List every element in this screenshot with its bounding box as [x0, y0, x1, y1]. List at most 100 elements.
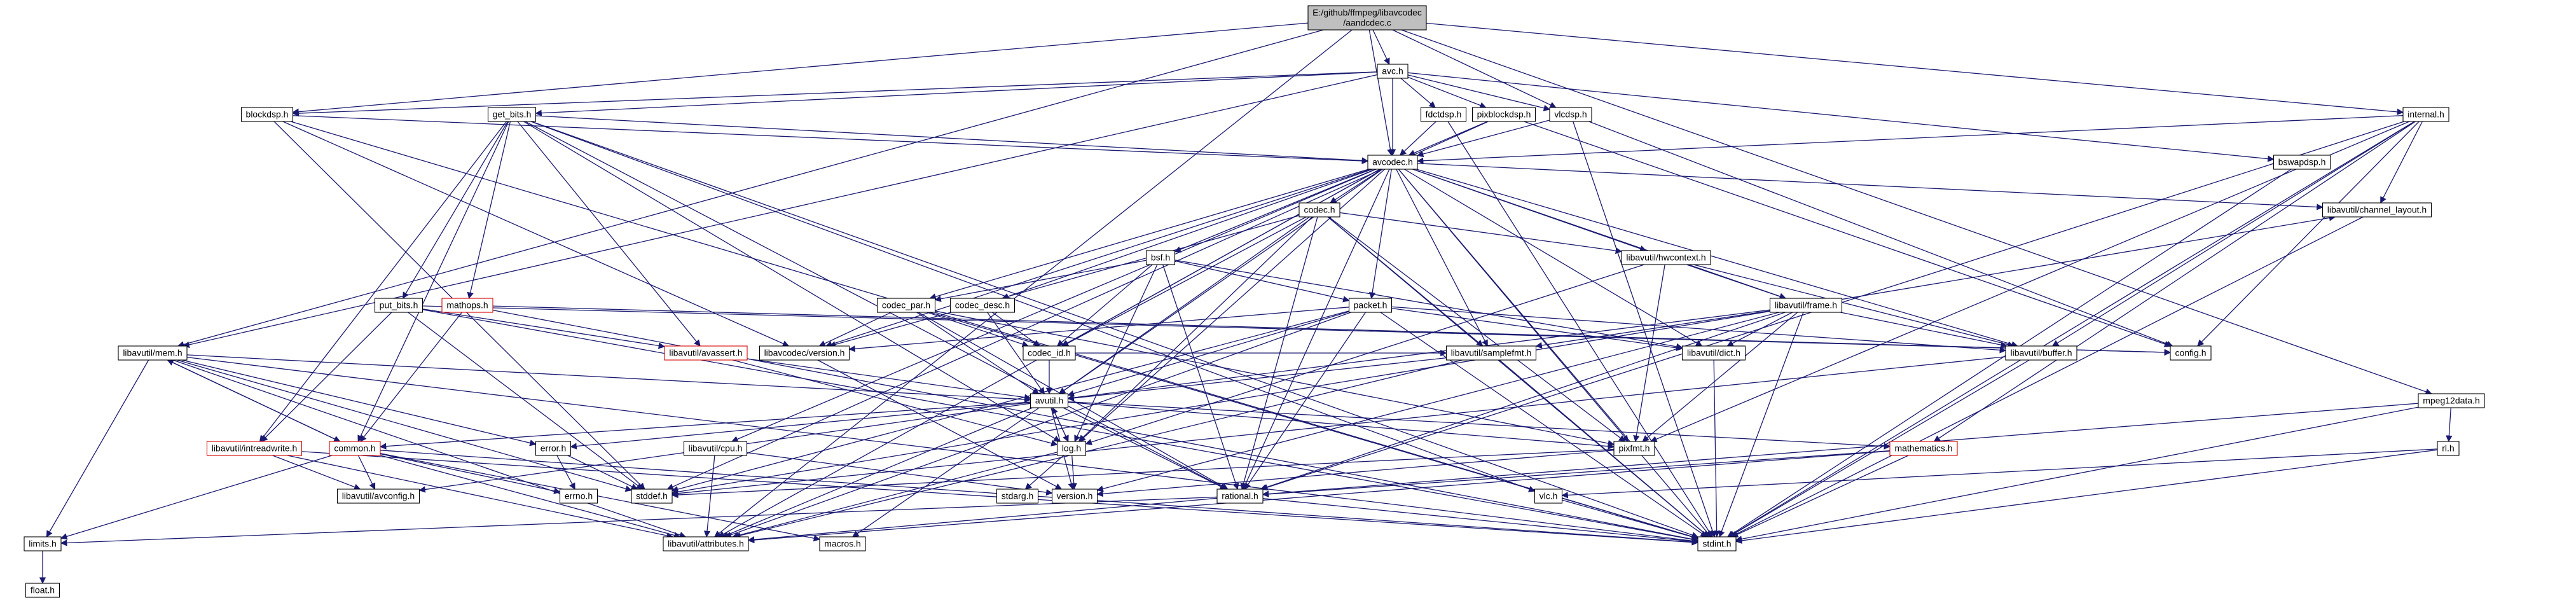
node-frame-h[interactable]: libavutil/frame.h	[1769, 298, 1843, 313]
edge-log-h-to-version-util-h	[1070, 455, 1077, 490]
edge-frame-h-to-channel-layout-h	[1842, 214, 2336, 300]
node-label: E:/github/ffmpeg/libavcodec	[1312, 8, 1422, 18]
edge-avutil-h-to-attributes-h	[722, 407, 1033, 538]
edge-bsf-h-to-codec-id-h	[1057, 264, 1153, 347]
node-error-h[interactable]: error.h	[535, 441, 572, 456]
edge-avcodec-h-to-version-codec-h	[825, 169, 1372, 348]
edge-frame-h-to-avutil-h	[1067, 309, 1770, 401]
edge-buffer-h-to-stdint-h	[1728, 359, 2030, 537]
edge-pixfmt-h-to-version-util-h	[1096, 450, 1615, 497]
edge-root-to-internal-h	[1426, 22, 2404, 116]
node-float-h[interactable]: float.h	[25, 583, 60, 598]
node-version-codec-h[interactable]: libavcodec/version.h	[759, 345, 850, 361]
edge-samplefmt-h-to-stdint-h	[1499, 359, 1709, 537]
edge-avassert-h-to-avutil-h	[747, 358, 1031, 401]
node-intreadwrite-h[interactable]: libavutil/intreadwrite.h	[206, 441, 303, 456]
node-vlc-h[interactable]: vlc.h	[1534, 489, 1563, 504]
node-label: codec.h	[1304, 205, 1335, 215]
node-box	[2005, 345, 2077, 361]
edge-pixblockdsp-h-to-avcodec-h	[1408, 121, 1488, 156]
node-stdint-h[interactable]: stdint.h	[1697, 536, 1737, 551]
edge-mem-h-to-stddef-h	[177, 359, 632, 492]
node-label: rational.h	[1222, 491, 1258, 501]
node-hwcontext-h[interactable]: libavutil/hwcontext.h	[1621, 250, 1711, 265]
node-buffer-h[interactable]: libavutil/buffer.h	[2005, 345, 2077, 361]
edge-bsf-h-to-rational-h	[1162, 264, 1239, 490]
node-avconfig-h[interactable]: libavutil/avconfig.h	[336, 489, 420, 504]
node-root[interactable]: E:/github/ffmpeg/libavcodec/aandcdec.c	[1307, 5, 1427, 31]
node-label: blockdsp.h	[246, 109, 289, 120]
edge-packet-h-to-version-codec-h	[848, 307, 1349, 352]
edge-frame-h-to-pixfmt-h	[1642, 312, 1798, 442]
edge-blockdsp-h-to-stdint-h	[290, 121, 1698, 540]
node-rational-h[interactable]: rational.h	[1216, 489, 1264, 504]
node-label: /aandcdec.c	[1343, 18, 1391, 28]
edge-intreadwrite-h-to-attributes-h	[287, 455, 673, 539]
node-avcodec-h[interactable]: avcodec.h	[1367, 155, 1418, 170]
edge-common-h-to-avconfig-h	[357, 455, 376, 490]
node-cpu-h[interactable]: libavutil/cpu.h	[683, 441, 748, 456]
node-mpeg12data-h[interactable]: mpeg12data.h	[2418, 393, 2485, 408]
node-codec-h[interactable]: codec.h	[1298, 202, 1340, 218]
edge-vlcdsp-h-to-config-h	[1588, 121, 2173, 347]
node-codec-id-h[interactable]: codec_id.h	[1023, 345, 1076, 361]
node-bswapdsp-h[interactable]: bswapdsp.h	[2273, 155, 2331, 170]
node-box	[1534, 489, 1563, 504]
node-label: libavutil/avassert.h	[669, 348, 742, 358]
node-samplefmt-h[interactable]: libavutil/samplefmt.h	[1445, 345, 1537, 361]
node-label: codec_par.h	[882, 300, 930, 310]
node-mathops-h[interactable]: mathops.h	[441, 298, 493, 313]
node-internal-h[interactable]: internal.h	[2402, 107, 2449, 122]
node-mem-h[interactable]: libavutil/mem.h	[118, 345, 188, 361]
node-bsf-h[interactable]: bsf.h	[1145, 250, 1176, 265]
node-get-bits-h[interactable]: get_bits.h	[487, 107, 537, 122]
edge-error-h-to-stddef-h	[567, 455, 638, 490]
node-avutil-h[interactable]: avutil.h	[1030, 393, 1069, 408]
node-common-h[interactable]: common.h	[329, 441, 381, 456]
edge-avcodec-h-to-cpu-h	[731, 169, 1377, 443]
node-dict-h[interactable]: libavutil/dict.h	[1681, 345, 1746, 361]
node-mathematics-h[interactable]: mathematics.h	[1889, 441, 1958, 456]
node-packet-h[interactable]: packet.h	[1348, 298, 1393, 313]
edge-version-codec-h-to-version-util-h	[817, 359, 1063, 490]
node-avc-h[interactable]: avc.h	[1377, 64, 1409, 79]
edge-root-to-mem-h	[177, 29, 1324, 348]
node-channel-layout-h[interactable]: libavutil/channel_layout.h	[2322, 202, 2432, 218]
node-errno-h[interactable]: errno.h	[559, 489, 598, 504]
node-avassert-h[interactable]: libavutil/avassert.h	[664, 345, 748, 361]
edge-internal-h-to-config-h	[2197, 121, 2420, 347]
node-put-bits-h[interactable]: put_bits.h	[374, 298, 424, 313]
edge-avc-h-to-pixblockdsp-h	[1407, 76, 1487, 109]
node-pixfmt-h[interactable]: pixfmt.h	[1613, 441, 1655, 456]
node-box	[487, 107, 537, 122]
node-box	[631, 489, 673, 504]
node-limits-h[interactable]: limits.h	[24, 536, 62, 551]
node-pixblockdsp-h[interactable]: pixblockdsp.h	[1471, 107, 1536, 122]
node-blockdsp-h[interactable]: blockdsp.h	[240, 107, 294, 122]
node-attributes-h[interactable]: libavutil/attributes.h	[663, 536, 749, 551]
node-label: version.h	[1057, 491, 1093, 501]
edge-root-to-attributes-h	[714, 29, 1353, 537]
node-label: libavutil/channel_layout.h	[2327, 205, 2427, 215]
edge-put-bits-h-to-avassert-h	[422, 308, 666, 349]
node-config-h[interactable]: config.h	[2170, 345, 2212, 361]
node-codec-par-h[interactable]: codec_par.h	[876, 298, 936, 313]
node-vlcdsp-h[interactable]: vlcdsp.h	[1549, 107, 1592, 122]
node-label: stdint.h	[1702, 539, 1731, 549]
edge-avcodec-h-to-samplefmt-h	[1396, 169, 1488, 347]
node-stdarg-h[interactable]: stdarg.h	[996, 489, 1039, 504]
node-macros-h[interactable]: macros.h	[819, 536, 866, 551]
node-label: common.h	[334, 443, 375, 454]
node-box	[240, 107, 294, 122]
node-stddef-h[interactable]: stddef.h	[631, 489, 673, 504]
node-box	[819, 536, 866, 551]
edge-root-to-vlcdsp-h	[1392, 29, 1557, 108]
node-label: libavutil/cpu.h	[689, 443, 743, 454]
node-rl-h[interactable]: rl.h	[2437, 441, 2460, 456]
node-log-h[interactable]: log.h	[1056, 441, 1087, 456]
node-label: vlcdsp.h	[1554, 109, 1587, 120]
node-fdctdsp-h[interactable]: fdctdsp.h	[1420, 107, 1467, 122]
node-box	[1145, 250, 1176, 265]
node-codec-desc-h[interactable]: codec_desc.h	[949, 298, 1016, 313]
node-version-util-h[interactable]: version.h	[1051, 489, 1098, 504]
